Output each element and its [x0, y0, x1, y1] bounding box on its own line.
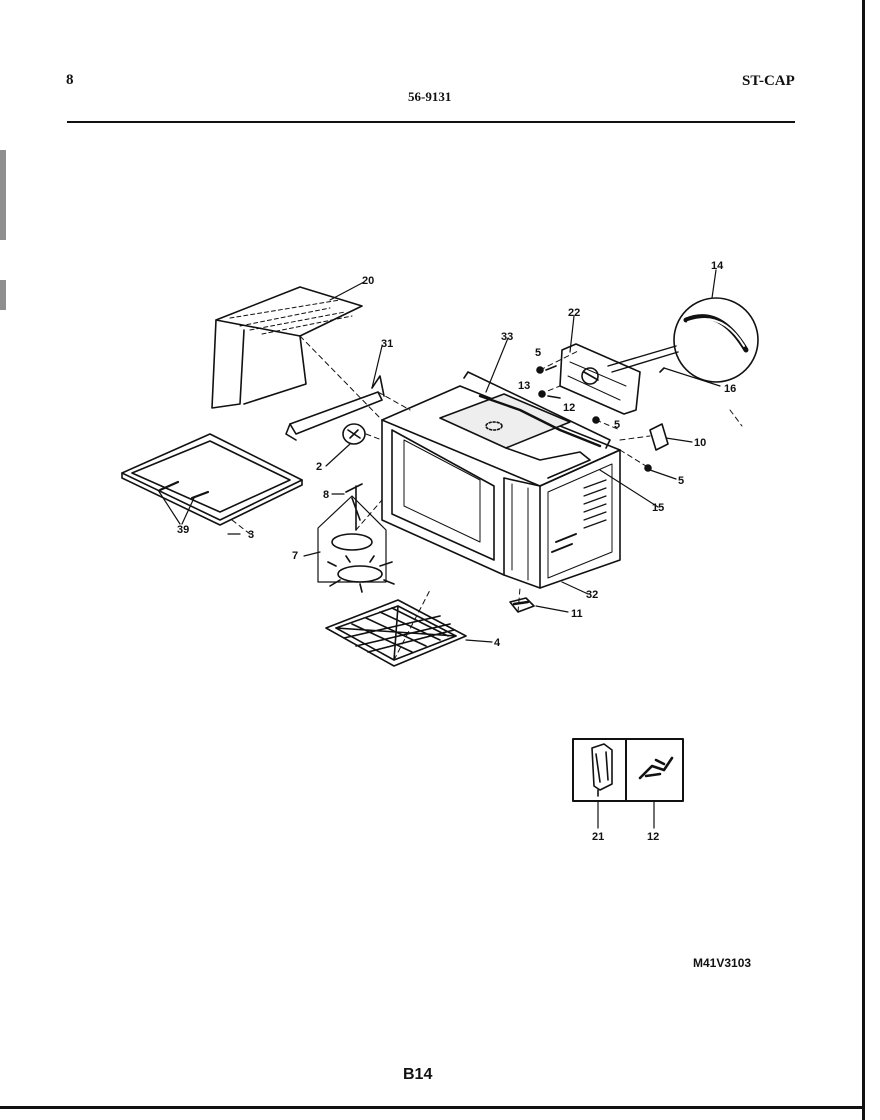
- callout-3: 3: [248, 529, 254, 541]
- callout-22: 22: [568, 307, 580, 319]
- scan-edge-mark: [0, 150, 6, 240]
- part-14-detail-circle: [673, 297, 759, 383]
- callout-10: 10: [694, 437, 706, 449]
- callout-12-inset: 12: [647, 831, 659, 843]
- callout-7: 7: [292, 550, 298, 562]
- callout-4: 4: [494, 637, 501, 649]
- assembly-lines: [231, 335, 743, 661]
- part-11-socket: [509, 597, 535, 613]
- callout-14: 14: [711, 260, 724, 272]
- diagram-model-code: M41V3103: [693, 956, 752, 970]
- main-oven-cabinet: [381, 371, 621, 589]
- callout-20: 20: [362, 275, 374, 287]
- callout-15: 15: [652, 502, 664, 514]
- part-4-oven-rack: [325, 599, 467, 667]
- callout-8: 8: [323, 489, 329, 501]
- page-frame-right: [862, 0, 865, 1120]
- leader-lines: [157, 269, 721, 643]
- callout-33: 33: [501, 331, 513, 343]
- scan-edge-mark: [0, 280, 6, 310]
- callout-13: 13: [518, 380, 530, 392]
- part-20-outer-cover: [211, 286, 363, 409]
- part-10-shield-plate: [649, 423, 669, 451]
- part-8-stirrer-shaft: [345, 483, 363, 531]
- header-part-number: 56-9131: [408, 89, 452, 104]
- callout-16: 16: [724, 383, 736, 395]
- callout-labels: 20 31 33 22 14 5 13 12 5 16 10 5 15 2 8 …: [177, 260, 736, 843]
- callout-5-top: 5: [535, 347, 541, 359]
- part-39-door-frame: [121, 433, 303, 526]
- page-frame-bottom: [0, 1106, 865, 1109]
- part-2-switch: [342, 423, 366, 445]
- header-page-number: 8: [66, 72, 74, 88]
- callout-5-lower: 5: [678, 475, 684, 487]
- callout-21: 21: [592, 831, 604, 843]
- callout-39: 39: [177, 524, 189, 536]
- inset-parts-box: [572, 738, 684, 802]
- part-16-wire-harness: [607, 345, 679, 373]
- page-code: B14: [403, 1066, 433, 1083]
- part-31-support-bar: [285, 375, 385, 441]
- part-7-stirrer-fan: [317, 495, 395, 593]
- header-model-code: ST-CAP: [742, 73, 795, 89]
- callout-5-middle: 5: [614, 419, 620, 431]
- header-rule: [67, 121, 795, 123]
- callout-32: 32: [586, 589, 598, 601]
- callout-12-upper: 12: [563, 402, 575, 414]
- callout-11: 11: [571, 608, 583, 620]
- callout-2: 2: [316, 461, 322, 473]
- callout-31: 31: [381, 338, 393, 350]
- inset-leader-lines: [597, 800, 655, 829]
